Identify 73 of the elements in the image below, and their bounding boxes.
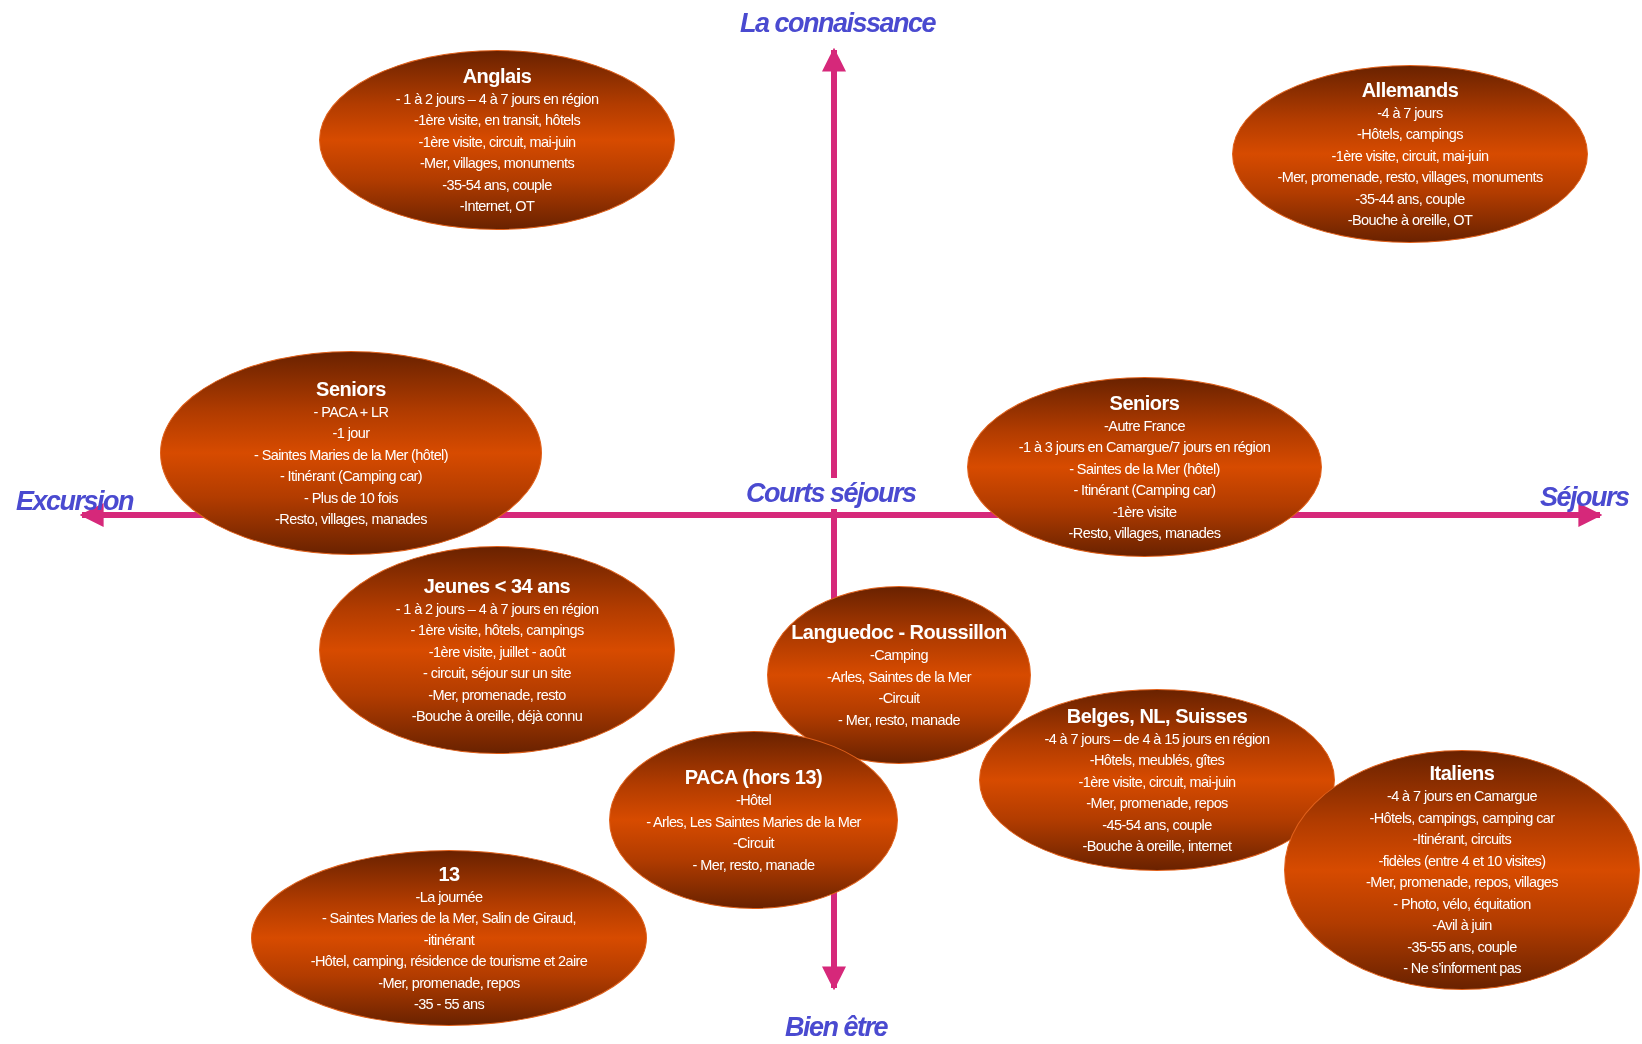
detail-line: -Hôtel, camping, résidence de tourisme et 2aire xyxy=(310,952,588,971)
axis-label: Excursion xyxy=(16,486,134,517)
detail-line: -Hôtels, campings xyxy=(1357,125,1463,144)
detail-line: - Plus de 10 fois xyxy=(304,488,398,508)
detail-line: -1 à 3 jours en Camargue/7 jours en région xyxy=(1018,438,1271,457)
detail-line: -itinérant xyxy=(423,930,475,950)
segment-title: Jeunes < 34 ans xyxy=(423,573,571,599)
detail-line: -4 à 7 jours – de 4 à 15 jours en région xyxy=(1044,729,1270,749)
detail-line: -45-54 ans, couple xyxy=(1102,815,1212,835)
detail-line: -fidèles (entre 4 et 10 visites) xyxy=(1378,851,1546,871)
segment-title: Belges, NL, Suisses xyxy=(1066,703,1248,729)
detail-line: -4 à 7 jours xyxy=(1377,103,1443,123)
detail-line: - Mer, resto, manade xyxy=(838,710,960,730)
detail-line: -Circuit xyxy=(732,834,775,853)
axis-label: La connaissance xyxy=(740,8,936,39)
detail-line: -1 jour xyxy=(332,424,370,443)
segment-title: Seniors xyxy=(316,376,386,402)
detail-line: -35-44 ans, couple xyxy=(1355,189,1465,209)
detail-line: -35-55 ans, couple xyxy=(1407,937,1517,957)
detail-line: -Bouche à oreille, OT xyxy=(1347,211,1473,230)
detail-line: -La journée xyxy=(415,887,483,907)
detail-line: - circuit, séjour sur un site xyxy=(423,664,571,683)
detail-line: - Saintes Maries de la Mer, Salin de Giraud, xyxy=(321,909,577,928)
axis-label: Séjours xyxy=(1540,482,1629,513)
detail-line: -1ère visite, circuit, mai-juin xyxy=(418,132,576,152)
detail-line: - PACA + LR xyxy=(313,402,389,422)
detail-line: -Mer, promenade, repos xyxy=(1086,794,1228,813)
segment-title: Italiens xyxy=(1429,761,1495,787)
detail-line: - Arles, Les Saintes Maries de la Mer xyxy=(646,812,861,832)
detail-line: -Hôtel xyxy=(735,791,772,810)
detail-line: -Itinérant, circuits xyxy=(1412,830,1512,850)
detail-line: -Bouche à oreille, déjà connu xyxy=(411,707,583,726)
detail-line: -Circuit xyxy=(878,689,920,708)
detail-line: -Mer, promenade, repos, villages xyxy=(1366,873,1558,893)
detail-line: -Internet, OT xyxy=(459,197,535,216)
axis-label: Bien être xyxy=(785,1012,888,1043)
detail-line: - Photo, vélo, équitation xyxy=(1393,894,1531,914)
detail-line: -1ère visite, en transit, hôtels xyxy=(413,111,581,130)
detail-line: -Mer, promenade, resto, villages, monuments xyxy=(1277,168,1543,187)
detail-line: -35 - 55 ans xyxy=(413,995,485,1014)
detail-line: -1ère visite, circuit, mai-juin xyxy=(1078,772,1236,792)
detail-line: -Hôtels, campings, camping car xyxy=(1369,808,1555,828)
detail-line: -1ère visite, circuit, mai-juin xyxy=(1331,146,1489,166)
detail-line: -Arles, Saintes de la Mer xyxy=(827,667,971,687)
detail-line: - 1 à 2 jours – 4 à 7 jours en région xyxy=(395,89,599,109)
segment-title: Seniors xyxy=(1109,390,1180,416)
detail-line: -4 à 7 jours en Camargue xyxy=(1387,787,1537,807)
detail-line: - Saintes de la Mer (hôtel) xyxy=(1069,459,1220,479)
segment-title: Languedoc - Roussillon xyxy=(791,620,1007,645)
detail-line: -Resto, villages, manades xyxy=(275,510,427,529)
detail-line: -Mer, villages, monuments xyxy=(419,154,575,173)
detail-line: -Mer, promenade, repos xyxy=(378,973,520,993)
segment-title: PACA (hors 13) xyxy=(684,765,823,790)
detail-line: - Itinérant (Camping car) xyxy=(1073,481,1216,500)
detail-line: - 1 à 2 jours – 4 à 7 jours en région xyxy=(395,599,599,619)
detail-line: -1ère visite, juillet - août xyxy=(428,642,566,662)
detail-line: -35-54 ans, couple xyxy=(442,175,552,195)
detail-line: -Autre France xyxy=(1104,416,1185,436)
detail-line: -Camping xyxy=(869,646,929,665)
detail-line: - Ne s’informent pas xyxy=(1403,959,1521,979)
detail-line: - 1ère visite, hôtels, campings xyxy=(410,621,584,640)
segment-title: Allemands xyxy=(1361,77,1459,103)
detail-line: -Bouche à oreille, internet xyxy=(1082,837,1232,856)
segment-title: Anglais xyxy=(462,63,532,89)
detail-line: -Avil à juin xyxy=(1432,916,1492,936)
detail-line: - Saintes Maries de la Mer (hôtel) xyxy=(254,445,448,465)
detail-line: -1ère visite xyxy=(1112,502,1177,522)
detail-line: -Resto, villages, manades xyxy=(1068,524,1221,543)
detail-line: -Mer, promenade, resto xyxy=(428,685,566,705)
detail-line: - Itinérant (Camping car) xyxy=(279,467,423,486)
detail-line: - Mer, resto, manade xyxy=(692,855,815,875)
detail-line: -Hôtels, meublés, gîtes xyxy=(1089,751,1225,770)
segment-title: 13 xyxy=(438,861,460,887)
